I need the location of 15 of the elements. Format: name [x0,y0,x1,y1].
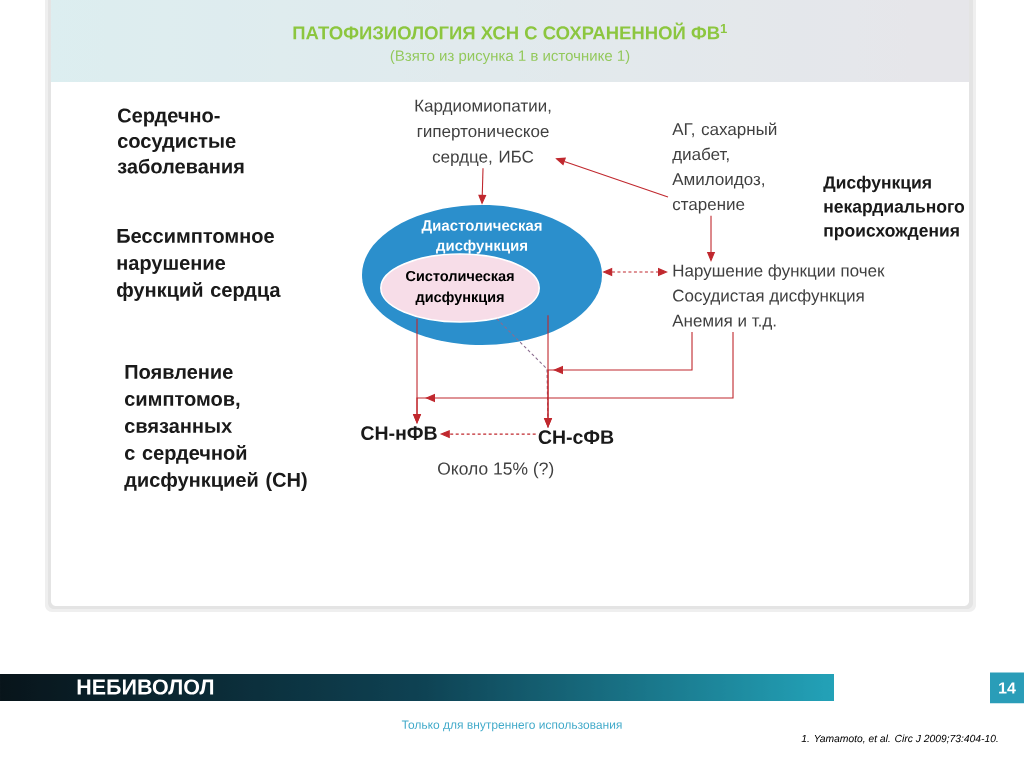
node-label: Нарушение функции почек Сосудистая дисфункция Анемия и т.д. [672,264,885,330]
node-label: Кардиомиопатии, гипертоническое сердце, ИБС [415,99,551,167]
category-label: Дисфункция некардиального происхождения [823,175,965,241]
node-label: АГ, сахарный диабет, Амилоидоз, старение [672,122,777,214]
footer-title: НЕБИВОЛОЛ [77,679,214,695]
footer-note: Только для внутреннего использования [401,720,622,732]
title: ПАТОФИЗИОЛОГИЯ ХСН С СОХРАНЕННОЙ ФВ$^{1}$ [293,22,727,40]
stage-label: Сердечно- сосудистые заболевания [117,108,244,174]
outcome-label: СН-нФВ [361,426,437,440]
subtitle: (Взято из рисунка 1 в источнике 1) [390,50,630,64]
stage-label: Появление симптомов, связанных с сердечной дисфункцией (СН) [124,365,307,491]
stage-label: Бессимптомное нарушение функций сердца [117,229,281,301]
page-number: 14 [990,672,1024,704]
outcome-label: СН-сФВ [538,430,614,444]
reference-note: 1. Yamamoto, et al. Circ J 2009;73:404-10. [801,734,998,744]
